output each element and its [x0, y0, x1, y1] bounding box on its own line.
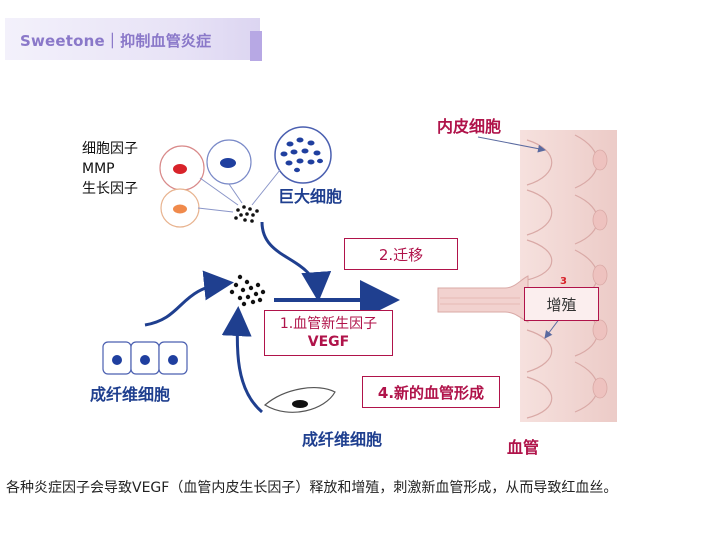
- page-title: Sweetone｜抑制血管炎症: [20, 32, 212, 50]
- fibroblast-left-label: 成纤维细胞: [90, 385, 171, 404]
- step1-label-line1: 1.血管新生因子: [279, 316, 378, 332]
- fibroblast-bottom-label: 成纤维细胞: [302, 430, 383, 449]
- caption-text: 各种炎症因子会导致VEGF（血管内皮生长因子）释放和增殖，刺激新血管形成，从而导…: [6, 480, 618, 496]
- giant-cell-arrow: [260, 221, 332, 302]
- vegf-dot-cluster: [229, 274, 266, 307]
- sprouting-vessel: [437, 275, 529, 323]
- step3-label: 增殖: [546, 295, 577, 314]
- step1-label-line2: VEGF: [307, 334, 350, 350]
- step3-number: 3: [560, 276, 567, 287]
- giant-cell: [274, 126, 332, 184]
- step4-new-vessel-box: 4.新的血管形成: [362, 376, 500, 408]
- factor-dot-cluster: [234, 205, 259, 223]
- step3-proliferation-box: 增殖: [524, 287, 599, 321]
- step2-migration-box: 2.迁移: [344, 238, 458, 270]
- factor-cells: [159, 139, 252, 228]
- proliferation-pointer: [544, 317, 561, 339]
- blood-vessel-wall: [520, 130, 617, 422]
- step1-vegf-box: 1.血管新生因子 VEGF: [264, 310, 393, 356]
- factor-label-mmp: MMP: [82, 161, 115, 177]
- endothelial-pointer: [477, 136, 546, 153]
- fibroblast-bottom-arrow: [221, 306, 263, 414]
- step2-label: 2.迁移: [378, 245, 424, 264]
- factor-label-cytokine: 细胞因子: [82, 141, 138, 157]
- header-accent-bar: [250, 31, 262, 61]
- giant-cell-label: 巨大细胞: [278, 187, 343, 206]
- factor-label-growth-factor: 生长因子: [82, 181, 138, 197]
- vessel-label: 血管: [507, 438, 540, 457]
- fibroblast-left-arrow: [144, 270, 234, 327]
- step4-label: 4.新的血管形成: [377, 383, 485, 402]
- endothelial-cell-label: 内皮细胞: [437, 117, 502, 136]
- factor-connector-lines: [197, 169, 281, 213]
- header-banner: [5, 18, 260, 60]
- fibroblast-cells-row: [102, 341, 188, 375]
- fibroblast-spindle-cell: [263, 386, 336, 413]
